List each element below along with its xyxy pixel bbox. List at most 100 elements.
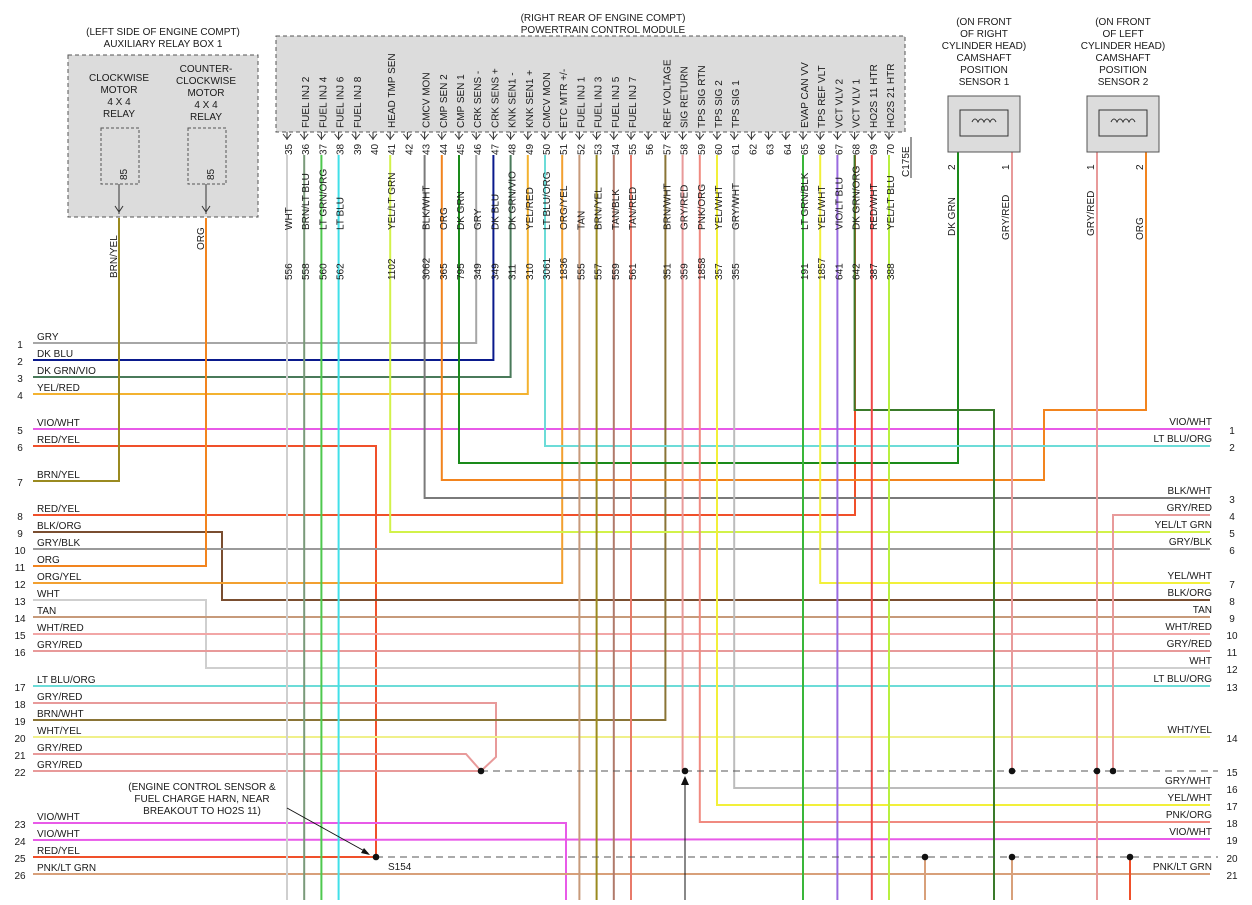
pcm-pin-41-arrow [385, 133, 395, 140]
pcm-wire-color: BLK/WHT [422, 186, 433, 230]
splice-note: (ENGINE CONTROL SENSOR & [128, 782, 276, 793]
cam1-caption: POSITION [960, 65, 1008, 76]
pcm-pin-number: 51 [559, 143, 570, 155]
pcm-wire-color: LT BLU [336, 197, 347, 230]
pcm-pin-number: 38 [336, 143, 347, 155]
pcm-wire-color: YEL/WHT [817, 186, 828, 230]
splice-dot-row25 [372, 853, 380, 861]
pcm-circuit-number: 559 [611, 263, 622, 280]
pcm-pin-number: 37 [318, 143, 329, 155]
left-wire-color: VIO/WHT [37, 812, 80, 823]
label-layer: (LEFT SIDE OF ENGINE COMPT)AUXILIARY REL… [14, 13, 1238, 882]
pcm-wire-color: LT GRN/BLK [800, 172, 811, 230]
pcm-pin-70-arrow [884, 133, 894, 140]
pcm-pin-number: 45 [456, 143, 467, 155]
cam2-wire-right: ORG [1135, 217, 1146, 240]
splice-dot-row22 [681, 767, 689, 775]
right-wire-color: VIO/WHT [1169, 417, 1212, 428]
wire-pin41 [389, 155, 1210, 533]
relay1-name: 4 X 4 [107, 97, 131, 108]
right-wire-color: BLK/WHT [1168, 486, 1212, 497]
left-connector-pin: 20 [14, 734, 26, 745]
pcm-wire-color: GRY/WHT [731, 183, 742, 230]
left-connector-pin: 14 [14, 614, 26, 625]
relay1-pin-number: 85 [119, 168, 130, 180]
pcm-pin-number: 60 [714, 143, 725, 155]
right-connector-pin: 6 [1229, 546, 1235, 557]
pcm-pin-function: REF VOLTAGE [662, 59, 673, 128]
left-wire-color: WHT/RED [37, 623, 84, 634]
pcm-pin-61-arrow [729, 133, 739, 140]
left-connector-pin: 4 [17, 391, 23, 402]
right-connector-pin: 2 [1229, 443, 1235, 454]
pcm-pin-62-arrow [747, 133, 756, 140]
pcm-pin-number: 70 [886, 143, 897, 155]
right-wire-color: BLK/ORG [1168, 588, 1213, 599]
pcm-pin-number: 42 [404, 143, 415, 155]
component-frames [67, 35, 1160, 218]
left-connector-pin: 26 [14, 871, 26, 882]
pcm-pin-54-arrow [609, 133, 619, 140]
right-connector-pin: 9 [1229, 614, 1235, 625]
wire-left-9 [33, 531, 1210, 601]
cam1-caption: SENSOR 1 [959, 77, 1010, 88]
right-connector-pin: 21 [1226, 871, 1238, 882]
pcm-pin-50-arrow [540, 133, 550, 140]
left-wire-color: DK GRN/VIO [37, 366, 96, 377]
left-wire-color: PNK/LT GRN [37, 863, 96, 874]
wire-left-12 [33, 155, 564, 584]
left-wire-color: YEL/RED [37, 383, 80, 394]
left-connector-pin: 9 [17, 529, 23, 540]
cam1-caption: (ON FRONT [956, 17, 1012, 28]
pcm-pin-60-arrow [712, 133, 722, 140]
right-wire-color: PNK/ORG [1166, 810, 1212, 821]
pcm-pin-function: CMCV MON [542, 72, 553, 128]
pcm-circuit-number: 555 [576, 263, 587, 280]
pcm-wire-color: RED/WHT [869, 183, 880, 230]
cam1-pin-right: 1 [1001, 164, 1012, 170]
pcm-wire-color: TAN/BLK [611, 189, 622, 230]
relay1-wire-color: BRN/YEL [109, 235, 120, 278]
right-connector-pin: 19 [1226, 836, 1238, 847]
wire-left-2 [33, 155, 495, 361]
right-wire-color: LT BLU/ORG [1153, 674, 1212, 685]
pcm-pin-36-arrow [299, 133, 309, 140]
pcm-pin-52-arrow [575, 133, 584, 140]
pcm-pin-number: 67 [834, 143, 845, 155]
pcm-pin-function: TPS SIG 1 [731, 80, 742, 128]
cam2-coil-frame [1098, 109, 1148, 137]
right-connector-pin: 20 [1226, 854, 1238, 865]
pcm-circuit-number: 310 [525, 263, 536, 280]
pcm-pin-58-arrow [678, 133, 687, 140]
pcm-pin-57-arrow [661, 133, 670, 140]
left-wire-color: LT BLU/ORG [37, 675, 96, 686]
pcm-pin-39-arrow [351, 133, 361, 140]
pcm-pin-number: 44 [439, 143, 450, 155]
splice-dot-row25 [1126, 853, 1134, 861]
pcm-pin-number: 35 [284, 143, 295, 155]
pcm-circuit-number: 561 [628, 263, 639, 280]
left-connector-pin: 23 [14, 820, 26, 831]
pcm-pin-63-arrow [764, 133, 773, 140]
pcm-circuit-number: 1858 [697, 257, 708, 280]
relay2-name: RELAY [190, 112, 222, 123]
pcm-circuit-number: 355 [731, 263, 742, 280]
left-wire-color: ORG/YEL [37, 572, 82, 583]
left-connector-pin: 17 [14, 683, 26, 694]
right-wire-color: WHT/RED [1165, 622, 1212, 633]
left-wire-color: WHT/YEL [37, 726, 82, 737]
pcm-wire-color: VIO/LT BLU [834, 177, 845, 230]
pcm-wire-color: DK GRN/VIO [508, 171, 519, 230]
wire-pin59 [698, 155, 1210, 823]
pcm-pin-number: 36 [301, 143, 312, 155]
pcm-pin-number: 39 [353, 143, 364, 155]
pcm-wire-color: DK GRN [456, 191, 467, 230]
wire-cam-splice-4 [1112, 514, 1210, 771]
wire-thru-24-19 [32, 838, 1211, 841]
pcm-pin-function: KNK SEN1 - [508, 72, 519, 128]
pcm-pin-number: 65 [800, 143, 811, 155]
pcm-circuit-number: 556 [284, 263, 295, 280]
pcm-circuit-number: 557 [594, 263, 605, 280]
left-wire-color: GRY/RED [37, 640, 82, 651]
